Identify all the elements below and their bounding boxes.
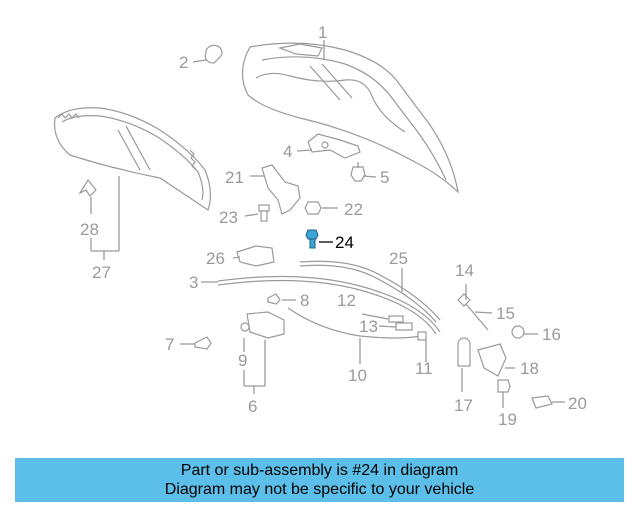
callout-26: 26 [206, 249, 225, 268]
insulator-part [53, 107, 211, 211]
callout-15: 15 [496, 304, 515, 323]
bolt-part-5 [350, 162, 366, 182]
callout-6: 6 [248, 397, 257, 416]
cable-part-25 [299, 260, 441, 323]
bracket-part-18 [477, 343, 507, 377]
callout-25: 25 [389, 249, 408, 268]
release-cable-part-3 [217, 275, 441, 335]
clip-part-13 [395, 322, 413, 331]
callout-4: 4 [283, 142, 292, 161]
callout-18: 18 [520, 359, 539, 378]
callout-7: 7 [165, 335, 174, 354]
stud-part-19 [497, 379, 511, 393]
bolt-part-24-highlighted [305, 229, 319, 249]
banner-line-2: Diagram may not be specific to your vehi… [164, 481, 475, 498]
info-banner: Part or sub-assembly is #24 in diagram D… [15, 458, 624, 502]
callouts: 1 2 3 4 5 6 7 8 9 10 11 12 13 14 15 16 1… [80, 23, 587, 429]
callout-27: 27 [92, 263, 111, 282]
callout-3: 3 [189, 273, 198, 292]
bolt-part-7 [194, 336, 212, 350]
bracket-part-26 [236, 245, 275, 267]
callout-8: 8 [300, 291, 309, 310]
connector-part-11 [417, 331, 427, 341]
clip-part-12 [388, 315, 404, 323]
leader-lines [90, 40, 565, 408]
callout-21: 21 [225, 168, 244, 187]
callout-1: 1 [318, 23, 327, 42]
clip-part-28 [78, 178, 97, 197]
bumper-part-16 [511, 325, 525, 339]
callout-16: 16 [542, 325, 561, 344]
callout-22: 22 [344, 200, 363, 219]
callout-19: 19 [498, 410, 517, 429]
callout-13: 13 [359, 317, 378, 336]
callout-10: 10 [348, 366, 367, 385]
callout-12: 12 [337, 291, 356, 310]
parts-diagram: 1 2 3 4 5 6 7 8 9 10 11 12 13 14 15 16 1… [53, 23, 587, 429]
callout-14: 14 [455, 261, 474, 280]
callout-24: 24 [335, 233, 354, 252]
callout-17: 17 [454, 396, 473, 415]
latch-part-6 [240, 311, 285, 339]
hood-part [241, 42, 459, 194]
callout-5: 5 [380, 168, 389, 187]
callout-23: 23 [219, 208, 238, 227]
bracket-part-21 [261, 164, 301, 215]
bolt-part-23 [258, 204, 270, 222]
bolt-part-8 [267, 293, 281, 305]
callout-9: 9 [238, 351, 247, 370]
cable-part-10 [287, 307, 421, 339]
handle-part-14 [457, 293, 471, 307]
banner-line-1: Part or sub-assembly is #24 in diagram [180, 462, 459, 479]
strut-part-17 [457, 337, 471, 367]
rod-part-15 [465, 303, 489, 331]
callout-2: 2 [179, 53, 188, 72]
callout-20: 20 [568, 394, 587, 413]
bumper-part-2 [204, 44, 223, 64]
hinge-part-4 [307, 133, 361, 159]
nut-part-22 [304, 201, 322, 215]
clip-part-20 [531, 395, 553, 409]
callout-11: 11 [415, 359, 433, 378]
callout-28: 28 [80, 220, 99, 239]
